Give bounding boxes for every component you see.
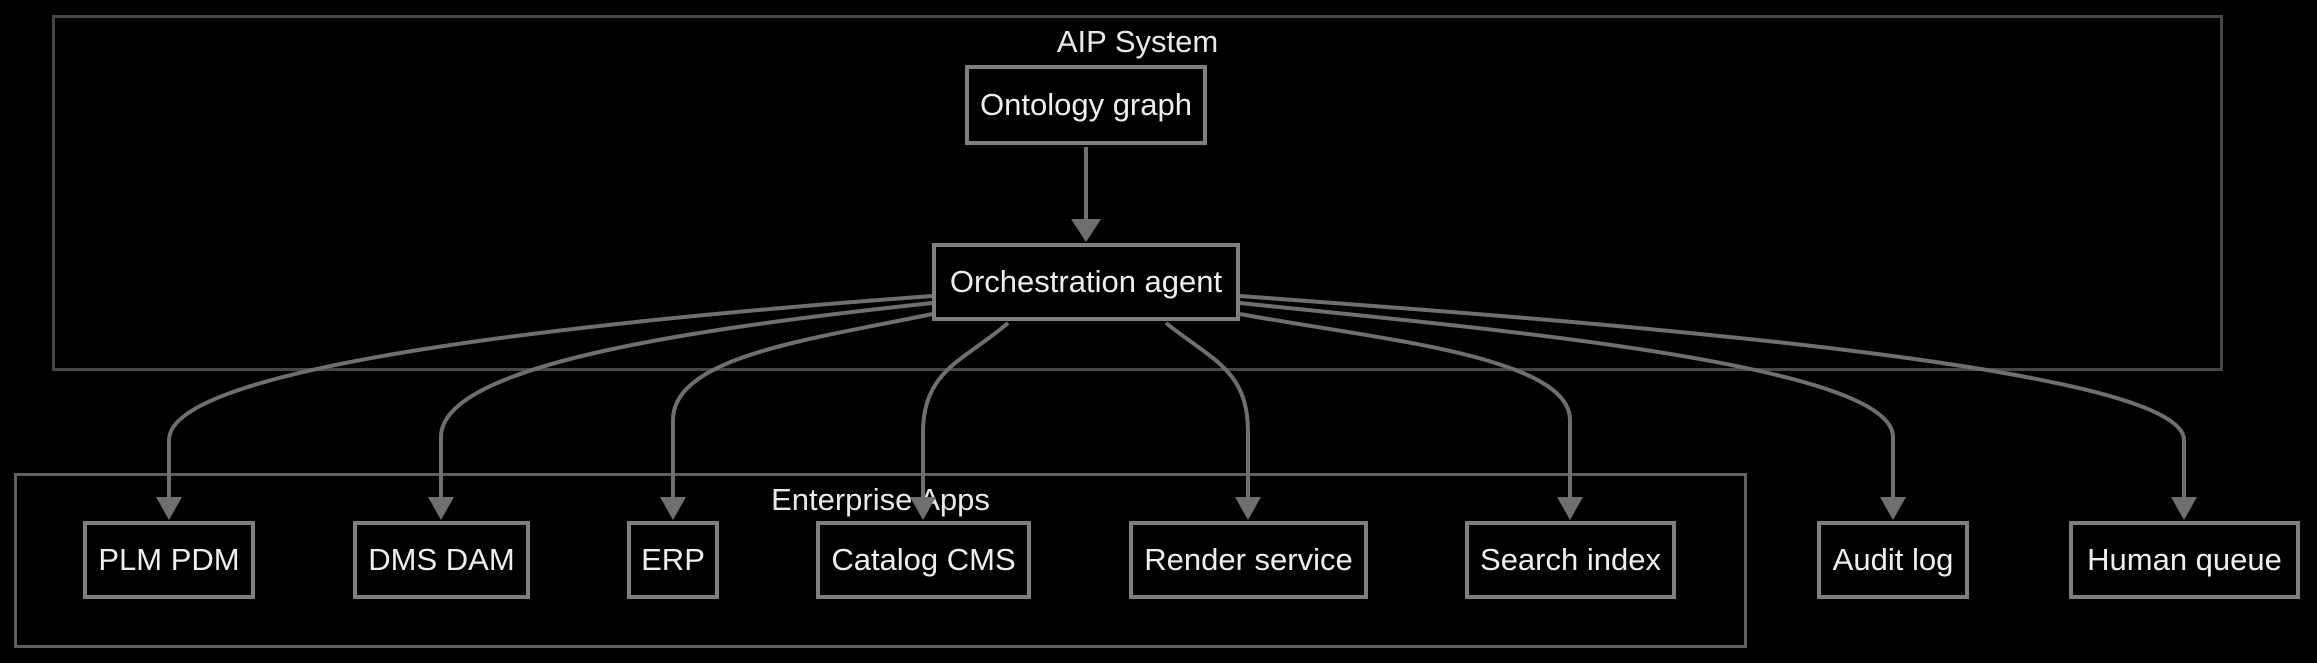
arrowhead-erp [660,497,686,520]
node-catalog-cms: Catalog CMS [816,521,1031,599]
cluster-aip-system: AIP System [52,15,2223,371]
arrowhead-plm-pdm [156,497,182,520]
node-plm-pdm-label: PLM PDM [98,542,240,577]
node-render-service: Render service [1129,521,1368,599]
node-erp-label: ERP [641,542,705,577]
node-dms-dam-label: DMS DAM [368,542,515,577]
edge-orchestration-to-dms-dam [439,301,933,498]
node-erp: ERP [627,521,719,599]
node-render-service-label: Render service [1144,542,1353,577]
node-search-index: Search index [1465,521,1676,599]
node-catalog-cms-label: Catalog CMS [831,542,1016,577]
arrowhead-human-queue [2171,497,2197,520]
edge-orchestration-to-render-service [1164,321,1250,498]
arrowhead-dms-dam [428,497,454,520]
node-search-index-label: Search index [1480,542,1661,577]
arrowhead-audit-log [1880,497,1906,520]
edge-orchestration-to-audit-log [1239,301,1895,498]
node-human-queue: Human queue [2069,521,2300,599]
edge-orchestration-to-search-index [1239,312,1572,498]
node-orchestration-agent: Orchestration agent [932,243,1240,321]
node-ontology-graph-label: Ontology graph [980,87,1192,122]
node-orchestration-agent-label: Orchestration agent [949,264,1223,299]
edge-orchestration-to-human-queue [1239,294,2186,498]
cluster-aip-title: AIP System [1056,24,1219,59]
node-human-queue-label: Human queue [2087,542,2282,577]
node-plm-pdm: PLM PDM [83,521,255,599]
cluster-enterprise-title: Enterprise Apps [771,482,990,517]
node-dms-dam: DMS DAM [353,521,530,599]
edge-orchestration-to-plm-pdm [167,294,933,498]
edge-orchestration-to-catalog-cms [921,321,1010,498]
arrowhead-search-index [1557,497,1583,520]
edge-orchestration-to-erp [671,312,933,498]
arrowhead-catalog-cms [910,497,936,520]
node-ontology-graph: Ontology graph [965,65,1207,145]
cluster-enterprise-apps: Enterprise Apps [14,473,1747,648]
arrowhead-render-service [1235,497,1261,520]
node-audit-log: Audit log [1817,521,1969,599]
node-audit-log-label: Audit log [1832,542,1954,577]
arrowhead-orchestration [1071,219,1101,242]
